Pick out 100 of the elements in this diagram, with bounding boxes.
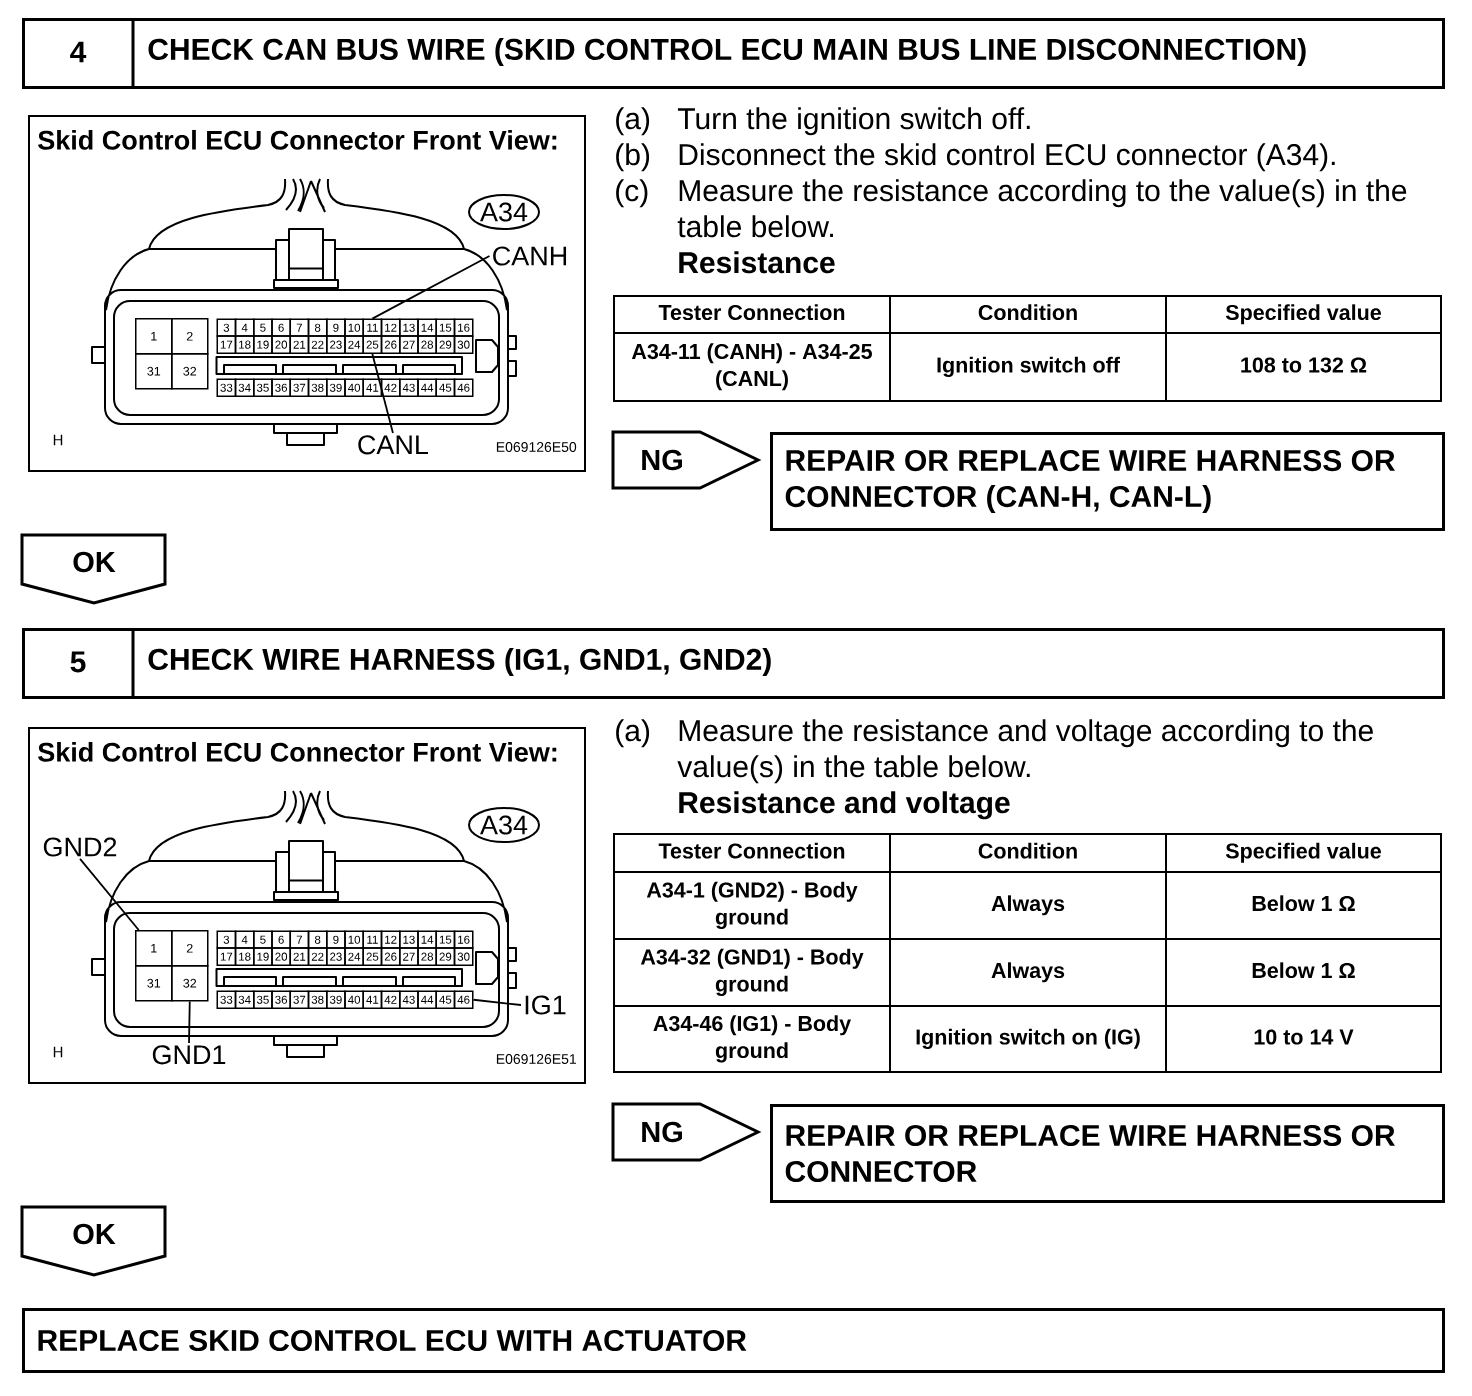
action-box: REPLACE SKID CONTROL ECU WITH ACTUATOR [22,1308,1445,1373]
pin-cell: 30 [453,947,474,966]
pin-cell: 21 [289,947,310,966]
repair-box: REPAIR OR REPLACE WIRE HARNESS OR CONNECTOR (CAN-H, CAN-L) [770,432,1445,531]
pin-cell: 1 [135,930,173,967]
pin-cell: 5 [253,930,273,949]
pin-cell: 27 [399,947,419,966]
table-title: Resistance and voltage [679,791,1010,820]
pin-cell: 38 [307,378,328,397]
pin-cell: 23 [326,947,346,966]
pin-cell: 32 [171,965,209,1002]
pin-cell: 40 [344,378,364,397]
signal-label: CANL [358,435,429,455]
figure-letter: H [53,434,63,446]
pin-cell: 43 [399,990,419,1009]
list-marker: (b) [616,143,650,172]
pin-cell: 34 [234,990,255,1009]
pin-cell: 43 [399,378,419,397]
figure-title: Skid Control ECU Connector Front View: [38,129,557,150]
pin-cell: 3 [216,318,237,337]
pin-cell: 46 [453,990,474,1009]
pin-cell: 9 [326,318,346,337]
pin-cell: 22 [307,335,328,354]
pin-cell: 5 [253,318,273,337]
table-cell: A34-46 (IG1) - Body ground [613,1005,891,1073]
pin-cell: 22 [307,947,328,966]
table-header-cell: Specified value [1165,295,1442,334]
table-cell: A34-1 (GND2) - Body ground [613,871,891,940]
pin-cell: 16 [453,930,474,949]
table-cell: Always [889,871,1167,940]
table-cell: Below 1 Ω [1165,871,1442,940]
pin-cell: 35 [253,990,273,1009]
pin-cell: 37 [289,378,310,397]
pin-cell: 18 [234,335,255,354]
pin-cell: 12 [380,930,401,949]
pin-cell: 42 [380,378,401,397]
pin-cell: 28 [417,335,437,354]
table-header-cell: Specified value [1165,833,1442,873]
pin-cell: 42 [380,990,401,1009]
table-cell: Always [889,938,1167,1007]
leader-line [472,998,522,1006]
pin-cell: 19 [253,335,273,354]
pin-cell: 45 [435,378,456,397]
leader-line [371,353,394,434]
pin-cell: 13 [399,318,419,337]
pin-cell: 29 [435,947,456,966]
table-cell: A34-11 (CANH) - A34-25 (CANL) [613,332,891,402]
list-marker: (c) [616,179,648,208]
pin-cell: 41 [362,990,383,1009]
pin-cell: 2 [171,318,209,355]
pin-cell: 23 [326,335,346,354]
instruction-text: Measure the resistance according to the value(s) in the table below. [677,179,1407,238]
pin-cell: 1 [135,318,173,355]
pin-cell: 6 [271,318,291,337]
step-title: CHECK WIRE HARNESS (IG1, GND1, GND2) [148,648,771,676]
step-number: 5 [70,651,86,673]
leader-line [371,255,491,320]
table-header-cell: Tester Connection [613,295,891,334]
pin-cell: 10 [344,930,364,949]
pin-cell: 29 [435,335,456,354]
pin-cell: 36 [271,378,291,397]
signal-label: GND1 [152,1045,226,1065]
pin-cell: 39 [326,990,346,1009]
pin-cell: 12 [380,318,401,337]
pin-cell: 34 [234,378,255,397]
leader-line [79,857,140,931]
figure-panel [28,727,586,1084]
instruction-text: Disconnect the skid control ECU connector (A34). [679,143,1335,172]
pin-cell: 41 [362,378,383,397]
pin-cell: 4 [234,318,255,337]
pin-cell: 7 [289,930,310,949]
repair-box: REPAIR OR REPLACE WIRE HARNESS OR CONNECTOR [770,1104,1445,1203]
step-header-box [22,18,1445,89]
figure-letter: H [53,1046,63,1058]
pin-cell: 11 [362,318,383,337]
pin-cell: 44 [417,378,437,397]
pin-cell: 17 [216,947,237,966]
table-cell: Below 1 Ω [1165,938,1442,1007]
pin-cell: 14 [417,318,437,337]
table-cell: Ignition switch off [889,332,1167,402]
table-cell: Ignition switch on (IG) [889,1005,1167,1073]
pin-cell: 32 [171,353,209,390]
step-number: 4 [70,41,87,63]
pin-cell: 24 [344,947,364,966]
pin-cell: 31 [135,353,173,390]
signal-label: IG1 [525,995,566,1015]
pin-cell: 26 [380,947,401,966]
pin-cell: 7 [289,318,310,337]
pin-cell: 24 [344,335,364,354]
pin-cell: 15 [435,318,456,337]
pin-cell: 15 [435,930,456,949]
pin-cell: 20 [271,947,291,966]
table-header-cell: Tester Connection [613,833,891,873]
pin-cell: 45 [435,990,456,1009]
pin-cell: 26 [380,335,401,354]
leader-line [188,1000,191,1044]
pin-cell: 27 [399,335,419,354]
pin-cell: 6 [271,930,291,949]
pin-cell: 4 [234,930,255,949]
pin-cell: 18 [234,947,255,966]
